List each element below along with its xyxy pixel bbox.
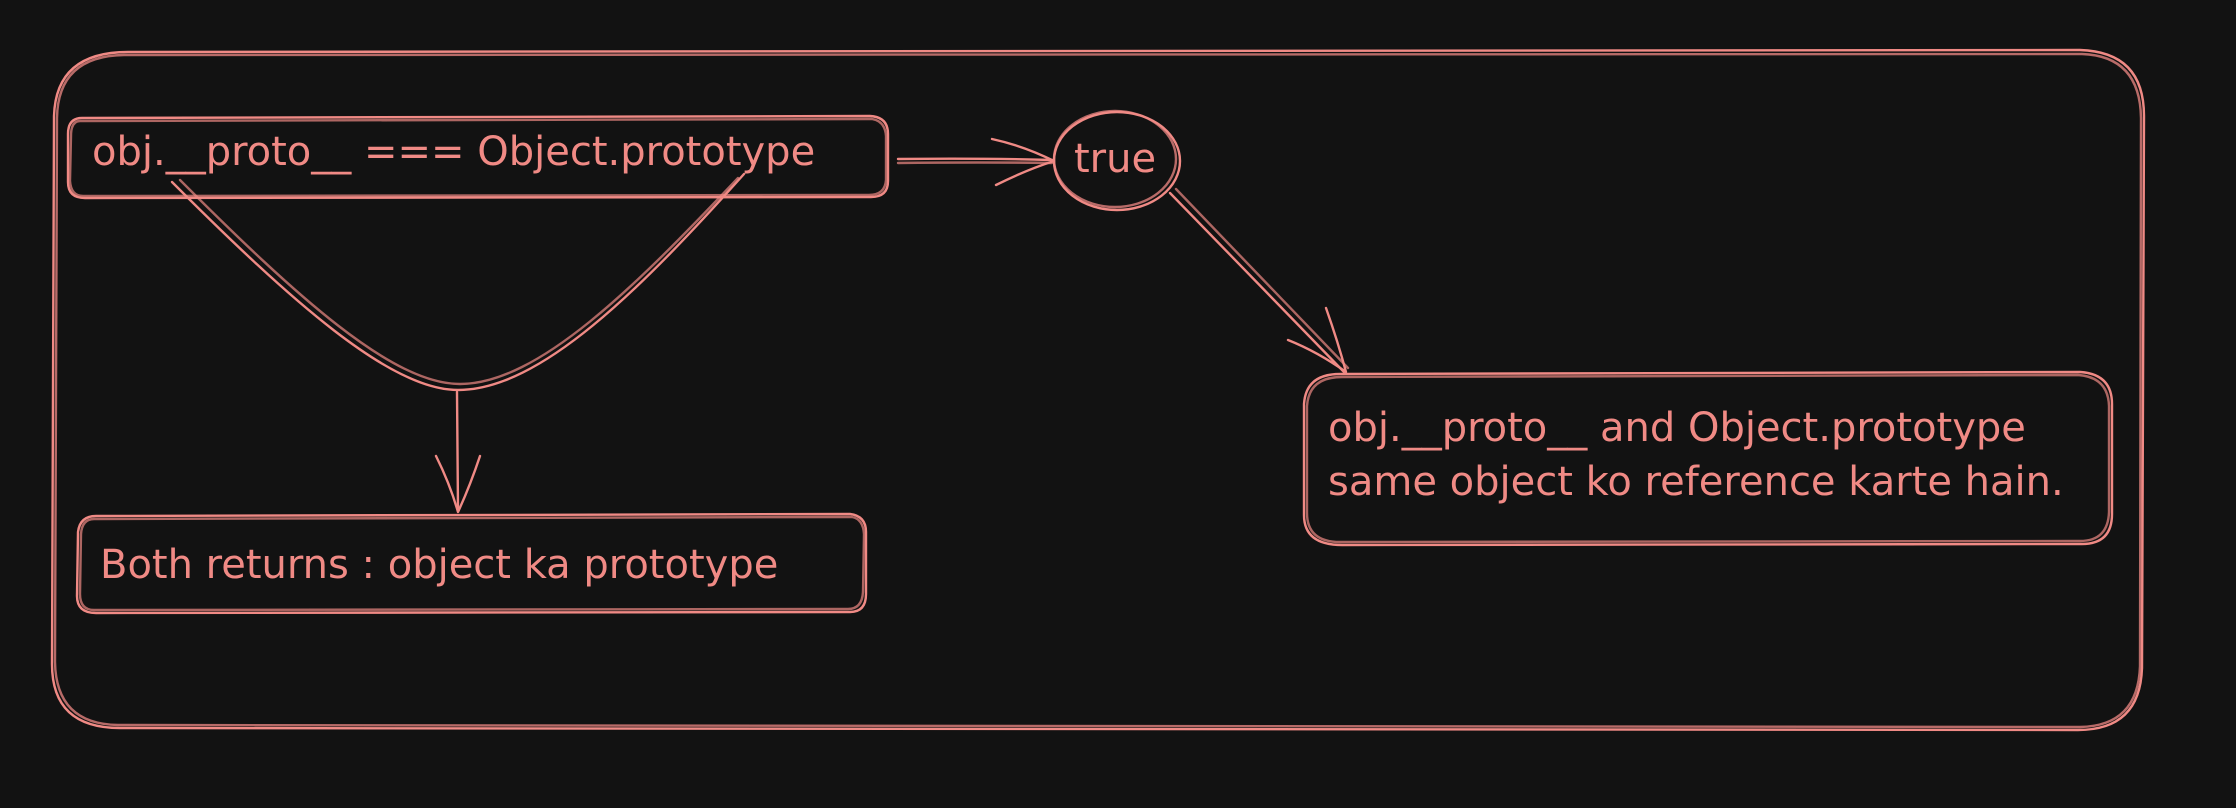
arrow-expression-to-result bbox=[896, 137, 1056, 187]
arrow-result-to-explanation bbox=[1168, 187, 1350, 374]
both-returns-label: Both returns : object ka prototype bbox=[100, 542, 779, 588]
result-label: true bbox=[1074, 136, 1157, 182]
explanation-box bbox=[1302, 370, 2114, 547]
outer-frame bbox=[50, 48, 2146, 732]
expression-label: obj.__proto__ === Object.prototype bbox=[92, 129, 816, 175]
expression-box bbox=[66, 114, 890, 200]
both-returns-box bbox=[75, 512, 868, 615]
explanation-line-2: same object ko reference karte hain. bbox=[1328, 459, 2064, 505]
arrow-expression-to-both-returns bbox=[170, 172, 746, 514]
explanation-line-1: obj.__proto__ and Object.prototype bbox=[1328, 405, 2026, 451]
